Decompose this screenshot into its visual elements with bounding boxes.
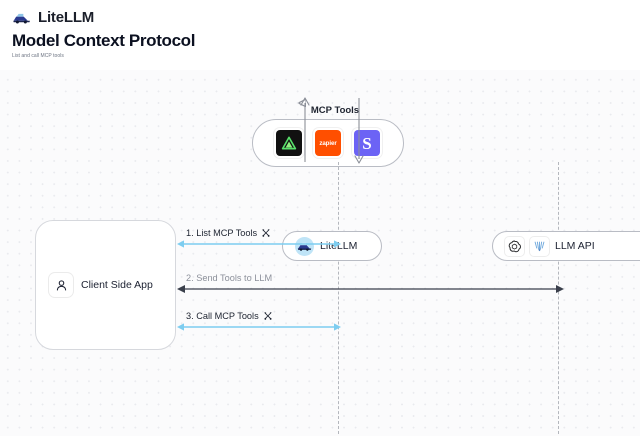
anthropic-icon bbox=[530, 236, 549, 256]
tools-to-litellm-up-arrow bbox=[296, 97, 314, 163]
litellm-avatar-icon bbox=[295, 236, 314, 256]
message-2-label: 2. Send Tools to LLM bbox=[186, 273, 272, 283]
litellm-logo-icon bbox=[12, 7, 32, 27]
diagram-canvas: MCP Tools zapier S bbox=[0, 70, 640, 436]
message-1-arrow bbox=[176, 237, 342, 251]
page-subtitle: List and call MCP tools bbox=[12, 53, 64, 59]
litellm-to-tools-down-arrow bbox=[350, 97, 368, 164]
page-title: Model Context Protocol bbox=[12, 31, 196, 50]
message-1-label: 1. List MCP Tools bbox=[186, 228, 271, 238]
llm-api-lifeline bbox=[558, 162, 559, 434]
litellm-lifeline bbox=[338, 162, 339, 434]
slack-tool-icon[interactable]: S bbox=[352, 128, 382, 158]
zapier-tool-label: zapier bbox=[315, 130, 341, 156]
node-llm-api[interactable]: LLM API bbox=[492, 231, 640, 261]
openai-icon bbox=[505, 236, 524, 256]
node-client-side-app-label: Client Side App bbox=[81, 279, 153, 291]
message-1-text: 1. List MCP Tools bbox=[186, 228, 258, 238]
brand-name: LiteLLM bbox=[38, 8, 95, 26]
brand: LiteLLM bbox=[12, 6, 94, 28]
mcp-tools-label: MCP Tools bbox=[310, 105, 360, 116]
node-client-side-app[interactable]: Client Side App bbox=[35, 220, 176, 350]
mcp-tools-group[interactable]: zapier S bbox=[252, 119, 404, 167]
message-3-text: 3. Call MCP Tools bbox=[186, 311, 259, 321]
node-litellm-label: LiteLLM bbox=[320, 240, 358, 252]
message-2-arrow bbox=[176, 282, 564, 296]
zapier-tool-icon[interactable]: zapier bbox=[313, 128, 343, 158]
person-icon bbox=[49, 273, 73, 297]
message-3-arrow bbox=[176, 320, 342, 334]
node-litellm[interactable]: LiteLLM bbox=[282, 231, 382, 261]
message-3-label: 3. Call MCP Tools bbox=[186, 311, 273, 321]
message-2-text: 2. Send Tools to LLM bbox=[186, 273, 273, 283]
node-llm-api-label: LLM API bbox=[555, 240, 595, 252]
slack-tool-label: S bbox=[354, 130, 380, 156]
tools-cross-icon bbox=[261, 228, 271, 238]
linear-tool-icon[interactable] bbox=[274, 128, 304, 158]
tools-cross-icon bbox=[263, 311, 273, 321]
